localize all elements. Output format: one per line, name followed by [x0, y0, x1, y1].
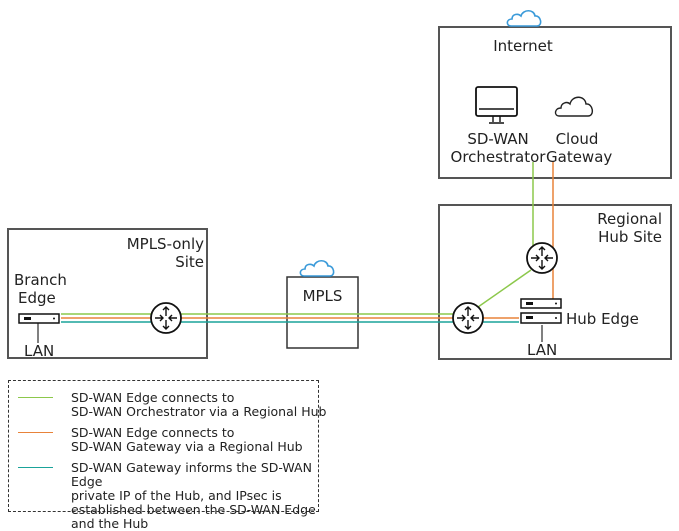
branch-edge-server-icon	[18, 313, 60, 324]
legend: SD-WAN Edge connects to SD-WAN Orchestra…	[8, 380, 326, 531]
branch-lan-label: LAN	[24, 342, 55, 360]
regional-hub-label-2: Hub Site	[598, 228, 662, 246]
internet-cloud-icon	[506, 9, 542, 27]
internet-box	[438, 26, 672, 179]
branch-edge-label-2: Edge	[18, 289, 56, 307]
hub-edge-server-icon	[520, 298, 562, 324]
legend-text: SD-WAN Gateway informs the SD-WAN Edge p…	[71, 460, 316, 531]
cloud-gateway-label-2: Gateway	[546, 148, 613, 166]
cloud-gateway-label-1: Cloud	[555, 130, 599, 148]
legend-text: SD-WAN Edge connects to SD-WAN Orchestra…	[71, 390, 327, 419]
mpls-cloud-icon	[299, 259, 335, 277]
internet-label: Internet	[493, 37, 553, 55]
mpls-site-label-1: MPLS-only	[126, 235, 204, 253]
orchestrator-label-2: Orchestrator	[450, 148, 546, 166]
legend-text: SD-WAN Edge connects to SD-WAN Gateway v…	[71, 425, 303, 454]
mpls-label: MPLS	[302, 287, 343, 305]
cloud-gateway-icon	[554, 96, 593, 117]
regional-hub-box	[438, 204, 672, 360]
gateway-path	[61, 162, 554, 319]
hub-edge-label: Hub Edge	[566, 310, 639, 328]
hub-lan-label: LAN	[527, 341, 558, 359]
legend-line-green	[18, 397, 53, 398]
orchestrator-label-1: SD-WAN	[467, 130, 529, 148]
legend-line-teal	[18, 467, 53, 468]
mpls-site-label-2: Site	[175, 253, 204, 271]
legend-line-orange	[18, 432, 53, 433]
regional-hub-label-1: Regional	[597, 210, 662, 228]
router-icon	[452, 302, 484, 334]
mpls-box	[286, 276, 359, 349]
router-icon	[150, 302, 182, 334]
mpls-site-box	[7, 228, 208, 359]
monitor-icon	[475, 86, 518, 124]
router-icon	[526, 242, 558, 274]
branch-edge-label-1: Branch	[14, 271, 67, 289]
